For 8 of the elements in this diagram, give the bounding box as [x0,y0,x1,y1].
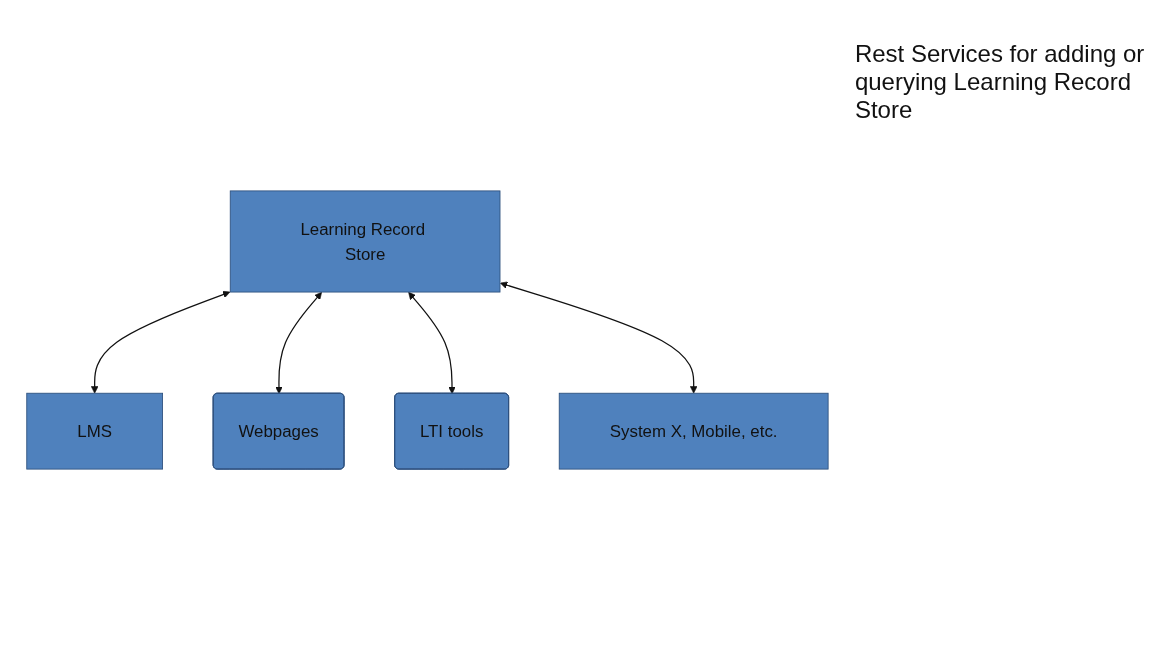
node-box: LMS [26,392,163,470]
node-box: Learning Record Store [229,190,501,293]
arrow [275,292,322,394]
arrow [90,290,231,394]
node-box: System X, Mobile, etc. [558,392,829,470]
arrow [500,281,698,394]
arrow [408,292,456,394]
note-text: Rest Services for adding or querying Learning Record Store [854,40,1146,124]
